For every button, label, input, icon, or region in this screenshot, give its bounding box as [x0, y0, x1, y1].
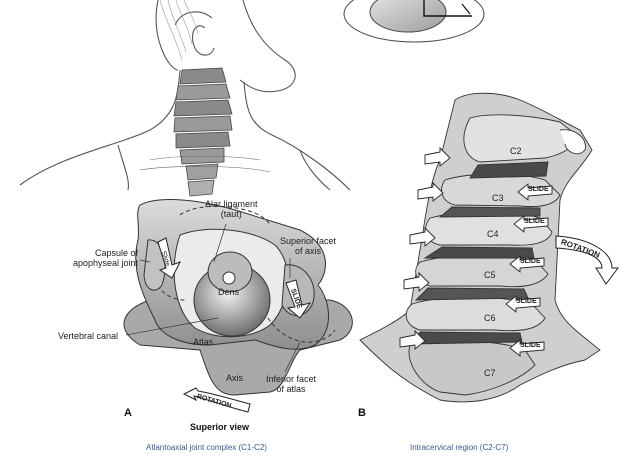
superior-facet-text: Superior facet: [280, 236, 337, 246]
neck-spine: [173, 67, 233, 197]
rotation-arrow-a: [182, 387, 251, 413]
slide-arrow-left: [157, 237, 182, 279]
level-c4: C4: [487, 229, 499, 239]
rotation-arrow-b: [555, 235, 619, 285]
panel-a-drawing: [123, 199, 353, 396]
panel-letter-a: A: [124, 407, 132, 419]
level-c5: C5: [484, 270, 496, 280]
alar-ligament-text: Alar ligament: [205, 199, 258, 209]
capsule-text: Capsule of: [94, 248, 138, 258]
label-superior-facet: Superior facet of axis: [280, 236, 336, 256]
slide-arrow-right: [285, 279, 312, 319]
label-atlas: Atlas: [193, 337, 214, 347]
level-c6: C6: [484, 313, 496, 323]
capsule-subtext: apophyseal joint: [72, 258, 138, 268]
slide-label-b2: SLIDE: [524, 218, 545, 225]
view-title: Superior view: [190, 422, 250, 432]
top-right-vertebra: [343, 0, 485, 43]
slide-label-b5: SLIDE: [520, 342, 541, 349]
level-c3: C3: [492, 193, 504, 203]
slide-label-b4: SLIDE: [516, 298, 537, 305]
panel-letter-b: B: [358, 407, 366, 419]
label-dens: Dens: [218, 287, 240, 297]
slide-label-b3: SLIDE: [520, 258, 541, 265]
panel-b-side-arrows: [399, 146, 451, 350]
caption-a: Atlantoaxial joint complex (C1-C2): [146, 443, 267, 452]
label-capsule: Capsule of apophyseal joint: [56, 248, 138, 268]
hair-shading: [159, 0, 199, 61]
level-c7: C7: [484, 368, 496, 378]
inferior-facet-subtext: of atlas: [276, 384, 306, 394]
panel-a-leaders: [125, 223, 301, 373]
panel-b-drawing: [359, 92, 601, 403]
alar-ligament-subtext: (taut): [220, 209, 242, 219]
label-alar-ligament: Alar ligament (taut): [205, 199, 258, 219]
inferior-facet-text: Inferior facet: [266, 374, 317, 384]
level-c2: C2: [510, 146, 522, 156]
label-inferior-facet: Inferior facet of atlas: [266, 374, 316, 394]
label-axis: Axis: [226, 373, 244, 383]
superior-facet-subtext: of axis: [295, 246, 322, 256]
label-vertebral-canal: Vertebral canal: [58, 331, 119, 341]
panel-b-slide-arrows: [505, 183, 553, 357]
slide-label-b1: SLIDE: [528, 186, 549, 193]
caption-b: Intracervical region (C2-C7): [410, 443, 509, 452]
